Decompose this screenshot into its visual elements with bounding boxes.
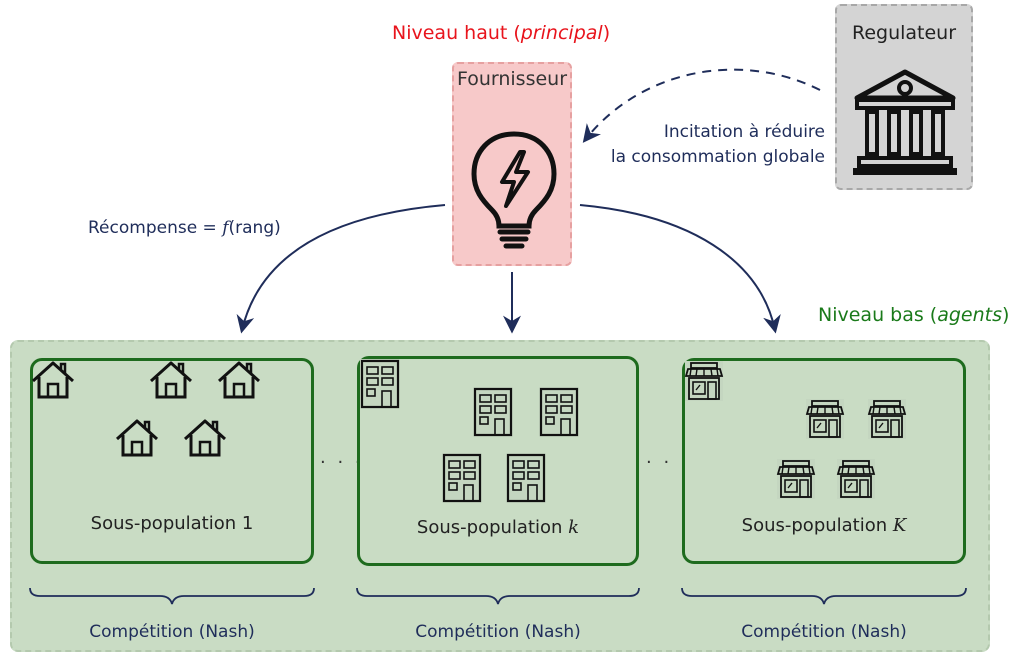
incentive-line-1: Incitation à réduire (663, 122, 825, 142)
supplier-box: Fournisseur (452, 62, 572, 266)
brace-1 (29, 587, 315, 605)
subpopulation-k: Sous-population k (357, 356, 639, 566)
competition-label-2: Compétition (Nash) (415, 622, 581, 642)
lightbulb-bolt-icon (471, 131, 557, 249)
incentive-arrow (582, 68, 821, 143)
competition-label-1: Compétition (Nash) (89, 622, 255, 642)
subpopulation-1-label: Sous-population 1 (90, 513, 254, 534)
competition-label-3: Compétition (Nash) (741, 622, 907, 642)
incentive-line-2: la consommation globale (610, 147, 825, 167)
bottom-level-title: Niveau bas (agents) (818, 304, 1010, 326)
brace-2 (356, 587, 640, 605)
houses-group (31, 361, 261, 457)
top-level-title: Niveau haut (principal) (392, 22, 611, 44)
subpopulation-k-label: Sous-population k (416, 517, 580, 538)
apartments-group (360, 359, 581, 505)
government-building-icon (853, 69, 957, 175)
shops-group (684, 361, 907, 500)
supplier-label: Fournisseur (456, 68, 568, 90)
incentive-text: Incitation à réduire la consommation glo… (585, 120, 825, 170)
house-icon (31, 361, 75, 399)
reward-arrow-right (579, 204, 781, 334)
regulator-label: Regulateur (851, 22, 957, 44)
separator-dots-2: · · · (646, 452, 690, 473)
brace-3 (681, 587, 967, 605)
subpopulation-K: Sous-population K (682, 358, 966, 564)
subpopulation-1: Sous-population 1 (30, 358, 314, 564)
subpopulation-K-label: Sous-population K (741, 515, 907, 536)
regulator-box: Regulateur (835, 4, 973, 190)
shop-icon (684, 361, 724, 401)
separator-dots-1: · · · (320, 452, 364, 473)
reward-formula: Récompense = f(rang) (88, 218, 281, 238)
reward-arrow-left (236, 204, 446, 334)
apartment-building-icon (360, 359, 400, 409)
